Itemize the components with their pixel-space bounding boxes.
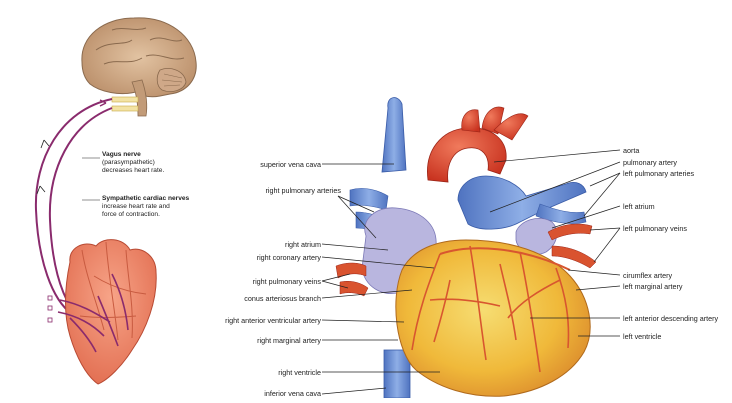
label-right-pulmonary-arteries: right pulmonary arteries xyxy=(265,186,341,195)
brain-illustration xyxy=(82,18,196,116)
label-left-anterior-descending-artery: left anterior descending artery xyxy=(623,314,718,323)
label-left-pulmonary-veins: left pulmonary veins xyxy=(623,224,687,233)
label-left-pulmonary-arteries: left pulmonary arteries xyxy=(623,169,694,178)
label-right-pulmonary-veins: right pulmonary veins xyxy=(253,277,321,286)
label-pulmonary-artery: pulmonary artery xyxy=(623,158,677,167)
vagus-nerve-title: Vagus nerve xyxy=(102,151,242,159)
label-left-atrium: left atrium xyxy=(623,202,655,211)
label-circumflex-artery: cirumflex artery xyxy=(623,271,672,280)
sympathetic-nerves-annotation: Sympathetic cardiac nerves increase hear… xyxy=(102,195,242,219)
sympathetic-nerves-line1: increase heart rate and xyxy=(102,203,242,211)
label-left-marginal-artery: left marginal artery xyxy=(623,282,683,291)
label-right-atrium: right atrium xyxy=(285,240,321,249)
vagus-nerve-line1: (parasympathetic) xyxy=(102,159,242,167)
label-aorta: aorta xyxy=(623,146,639,155)
small-heart-illustration xyxy=(48,240,156,384)
label-right-ventricle: right ventricle xyxy=(278,368,321,377)
label-right-anterior-ventricular-artery: right anterior ventricular artery xyxy=(225,316,321,325)
label-superior-vena-cava: superior vena cava xyxy=(260,160,321,169)
label-right-coronary-artery: right coronary artery xyxy=(257,253,321,262)
vagus-nerve-annotation: Vagus nerve (parasympathetic) decreases … xyxy=(102,151,242,175)
vagus-nerve-line2: decreases heart rate. xyxy=(102,167,242,175)
label-conus-arteriosus-branch: conus arteriosus branch xyxy=(244,294,321,303)
label-left-ventricle: left ventricle xyxy=(623,332,661,341)
sympathetic-nerves-title: Sympathetic cardiac nerves xyxy=(102,195,242,203)
label-inferior-vena-cava: inferior vena cava xyxy=(264,389,321,398)
sympathetic-nerves-line2: force of contraction. xyxy=(102,211,242,219)
label-right-marginal-artery: right marginal artery xyxy=(257,336,321,345)
large-heart-illustration xyxy=(336,98,596,398)
